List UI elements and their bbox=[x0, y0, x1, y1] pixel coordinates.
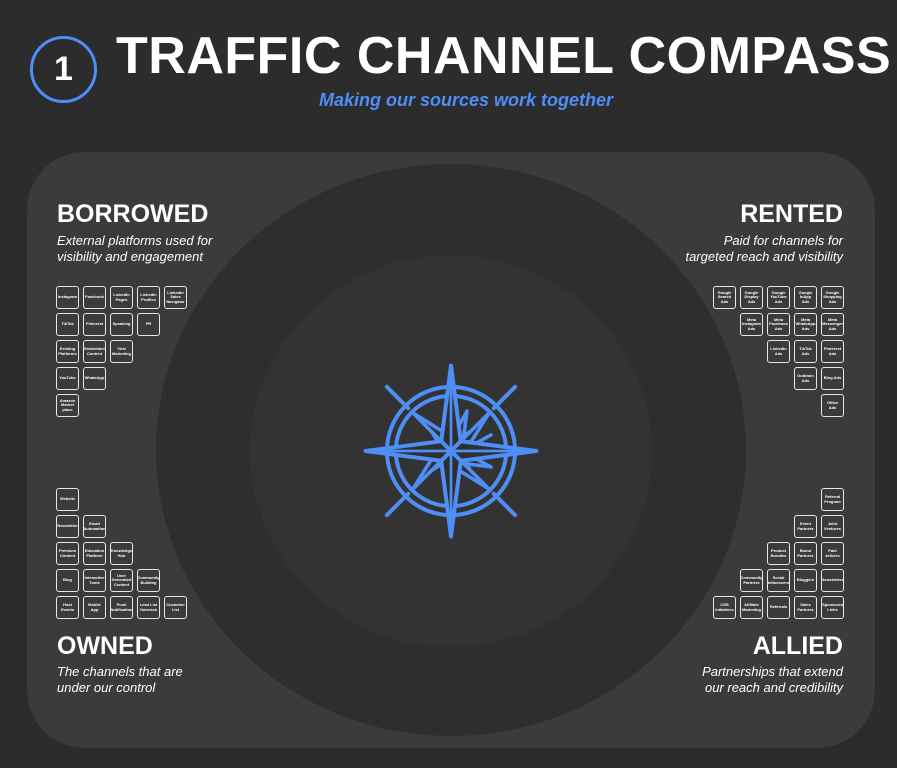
channel-tile-newsletter: Newsletter bbox=[56, 515, 79, 538]
channel-tile-whatsapp: WhatsApp bbox=[83, 367, 106, 390]
channel-tile-social-influencers: Social Influencers bbox=[767, 569, 790, 592]
channel-tile-paid-articles: Paid Articles bbox=[821, 542, 844, 565]
channel-tile-google-search-ads: Google Search Ads bbox=[713, 286, 736, 309]
channel-tile-education-platform: Education Platform bbox=[83, 542, 106, 565]
channel-tile-push-notification: Push Notification bbox=[110, 596, 133, 619]
page-subtitle: Making our sources work together bbox=[318, 90, 614, 110]
channel-tile-linkedin-profiles: LinkedIn Profiles bbox=[137, 286, 160, 309]
borrowed-title: BORROWED bbox=[57, 200, 209, 228]
channel-tile-brand-partners: Brand Partners bbox=[794, 542, 817, 565]
channel-tile-pinterest: Pinterest bbox=[83, 313, 106, 336]
channel-tile-sales-partners: Sales Partners bbox=[794, 596, 817, 619]
borrowed-description: External platforms used for visibility a… bbox=[57, 233, 213, 264]
channel-tile-csr-initiatives: CSR Initiatives bbox=[713, 596, 736, 619]
channel-tile-email-automation: Email Automation bbox=[83, 515, 106, 538]
channel-tile-blog: Blog bbox=[56, 569, 79, 592]
channel-tile-existing-platforms: Existing Platforms bbox=[56, 340, 79, 363]
channel-tile-google-youtube-ads: Google YouTube Ads bbox=[767, 286, 790, 309]
channel-tile-lead-list-outreach: Lead List Outreach bbox=[137, 596, 160, 619]
compass-rose-icon bbox=[363, 363, 539, 539]
channel-tile-affiliate-marketing: Affiliate Marketing bbox=[740, 596, 763, 619]
channel-tile-youtube: YouTube bbox=[56, 367, 79, 390]
owned-title: OWNED bbox=[57, 632, 153, 660]
channel-tile-amazon-market-place: Amazon Market place bbox=[56, 394, 79, 417]
channel-tile-product-bundles: Product Bundles bbox=[767, 542, 790, 565]
channel-tile-website: Website bbox=[56, 488, 79, 511]
channel-tile-tiktok: TikTok bbox=[56, 313, 79, 336]
channel-tile-meta-facebook-ads: Meta Facebook Ads bbox=[767, 313, 790, 336]
channel-tile-pr: PR bbox=[137, 313, 160, 336]
channel-tile-joint-ventures: Joint Ventures bbox=[821, 515, 844, 538]
channel-tile-google-display-ads: Google Display Ads bbox=[740, 286, 763, 309]
channel-tile-viral-marketing: Viral Marketing bbox=[110, 340, 133, 363]
channel-tile-speaking: Speaking bbox=[110, 313, 133, 336]
channel-tile-community-building: Community Building bbox=[137, 569, 160, 592]
channel-tile-knowledge-hub: Knowledge Hub bbox=[110, 542, 133, 565]
rented-title: RENTED bbox=[740, 200, 843, 228]
allied-description: Partnerships that extend our reach and c… bbox=[702, 664, 843, 695]
channel-tile-user-generated-content: User Generated Content bbox=[110, 569, 133, 592]
allied-title: ALLIED bbox=[752, 632, 843, 660]
channel-tile-linkedin-ads: LinkedIn Ads bbox=[767, 340, 790, 363]
channel-tile-sponsored-links: Sponsored Links bbox=[821, 596, 844, 619]
channel-tile-host-events: Host Events bbox=[56, 596, 79, 619]
channel-tile-linkedin-sales-navigator: LinkedIn Sales Navigator bbox=[164, 286, 187, 309]
channel-tile-meta-messenger-ads: Meta Messenger Ads bbox=[821, 313, 844, 336]
rented-description: Paid for channels for targeted reach and… bbox=[685, 233, 843, 264]
channel-tile-office-ads: Office Ads bbox=[821, 394, 844, 417]
channel-tile-linkedin-pages: LinkedIn Pages bbox=[110, 286, 133, 309]
channel-tile-newsletters: Newsletters bbox=[821, 569, 844, 592]
page-title: TRAFFIC CHANNEL COMPASS bbox=[116, 27, 892, 85]
channel-tile-mobile-app: Mobile App bbox=[83, 596, 106, 619]
channel-tile-community-partners: Community Partners bbox=[740, 569, 763, 592]
channel-tile-outbrain-ads: Outbrain Ads bbox=[794, 367, 817, 390]
channel-tile-tiktok-ads: TikTok Ads bbox=[794, 340, 817, 363]
step-number: 1 bbox=[54, 50, 73, 88]
channel-tile-premium-content: Premium Content bbox=[56, 542, 79, 565]
step-number-badge: 1 bbox=[30, 36, 97, 103]
channel-tile-bing-ads: Bing Ads bbox=[821, 367, 844, 390]
channel-tile-embedded-content: Embedded Content bbox=[83, 340, 106, 363]
channel-tile-meta-instagram-ads: Meta Instagram Ads bbox=[740, 313, 763, 336]
channel-tile-referral-program: Referral Program bbox=[821, 488, 844, 511]
channel-tile-instagram: Instagram bbox=[56, 286, 79, 309]
channel-tile-google-inapp-ads: Google InApp Ads bbox=[794, 286, 817, 309]
channel-tile-referrals: Referrals bbox=[767, 596, 790, 619]
channel-tile-pinterest-ads: Pinterest Ads bbox=[821, 340, 844, 363]
channel-tile-interactive-tools: Interactive Tools bbox=[83, 569, 106, 592]
channel-tile-bloggers: Bloggers bbox=[794, 569, 817, 592]
channel-tile-event-partners: Event Partners bbox=[794, 515, 817, 538]
channel-tile-google-shopping-ads: Google Shopping Ads bbox=[821, 286, 844, 309]
channel-tile-customer-list: Customer List bbox=[164, 596, 187, 619]
channel-tile-meta-whatsapp-ads: Meta WhatsApp Ads bbox=[794, 313, 817, 336]
channel-tile-facebook: Facebook bbox=[83, 286, 106, 309]
owned-description: The channels that are under our control bbox=[57, 664, 183, 695]
